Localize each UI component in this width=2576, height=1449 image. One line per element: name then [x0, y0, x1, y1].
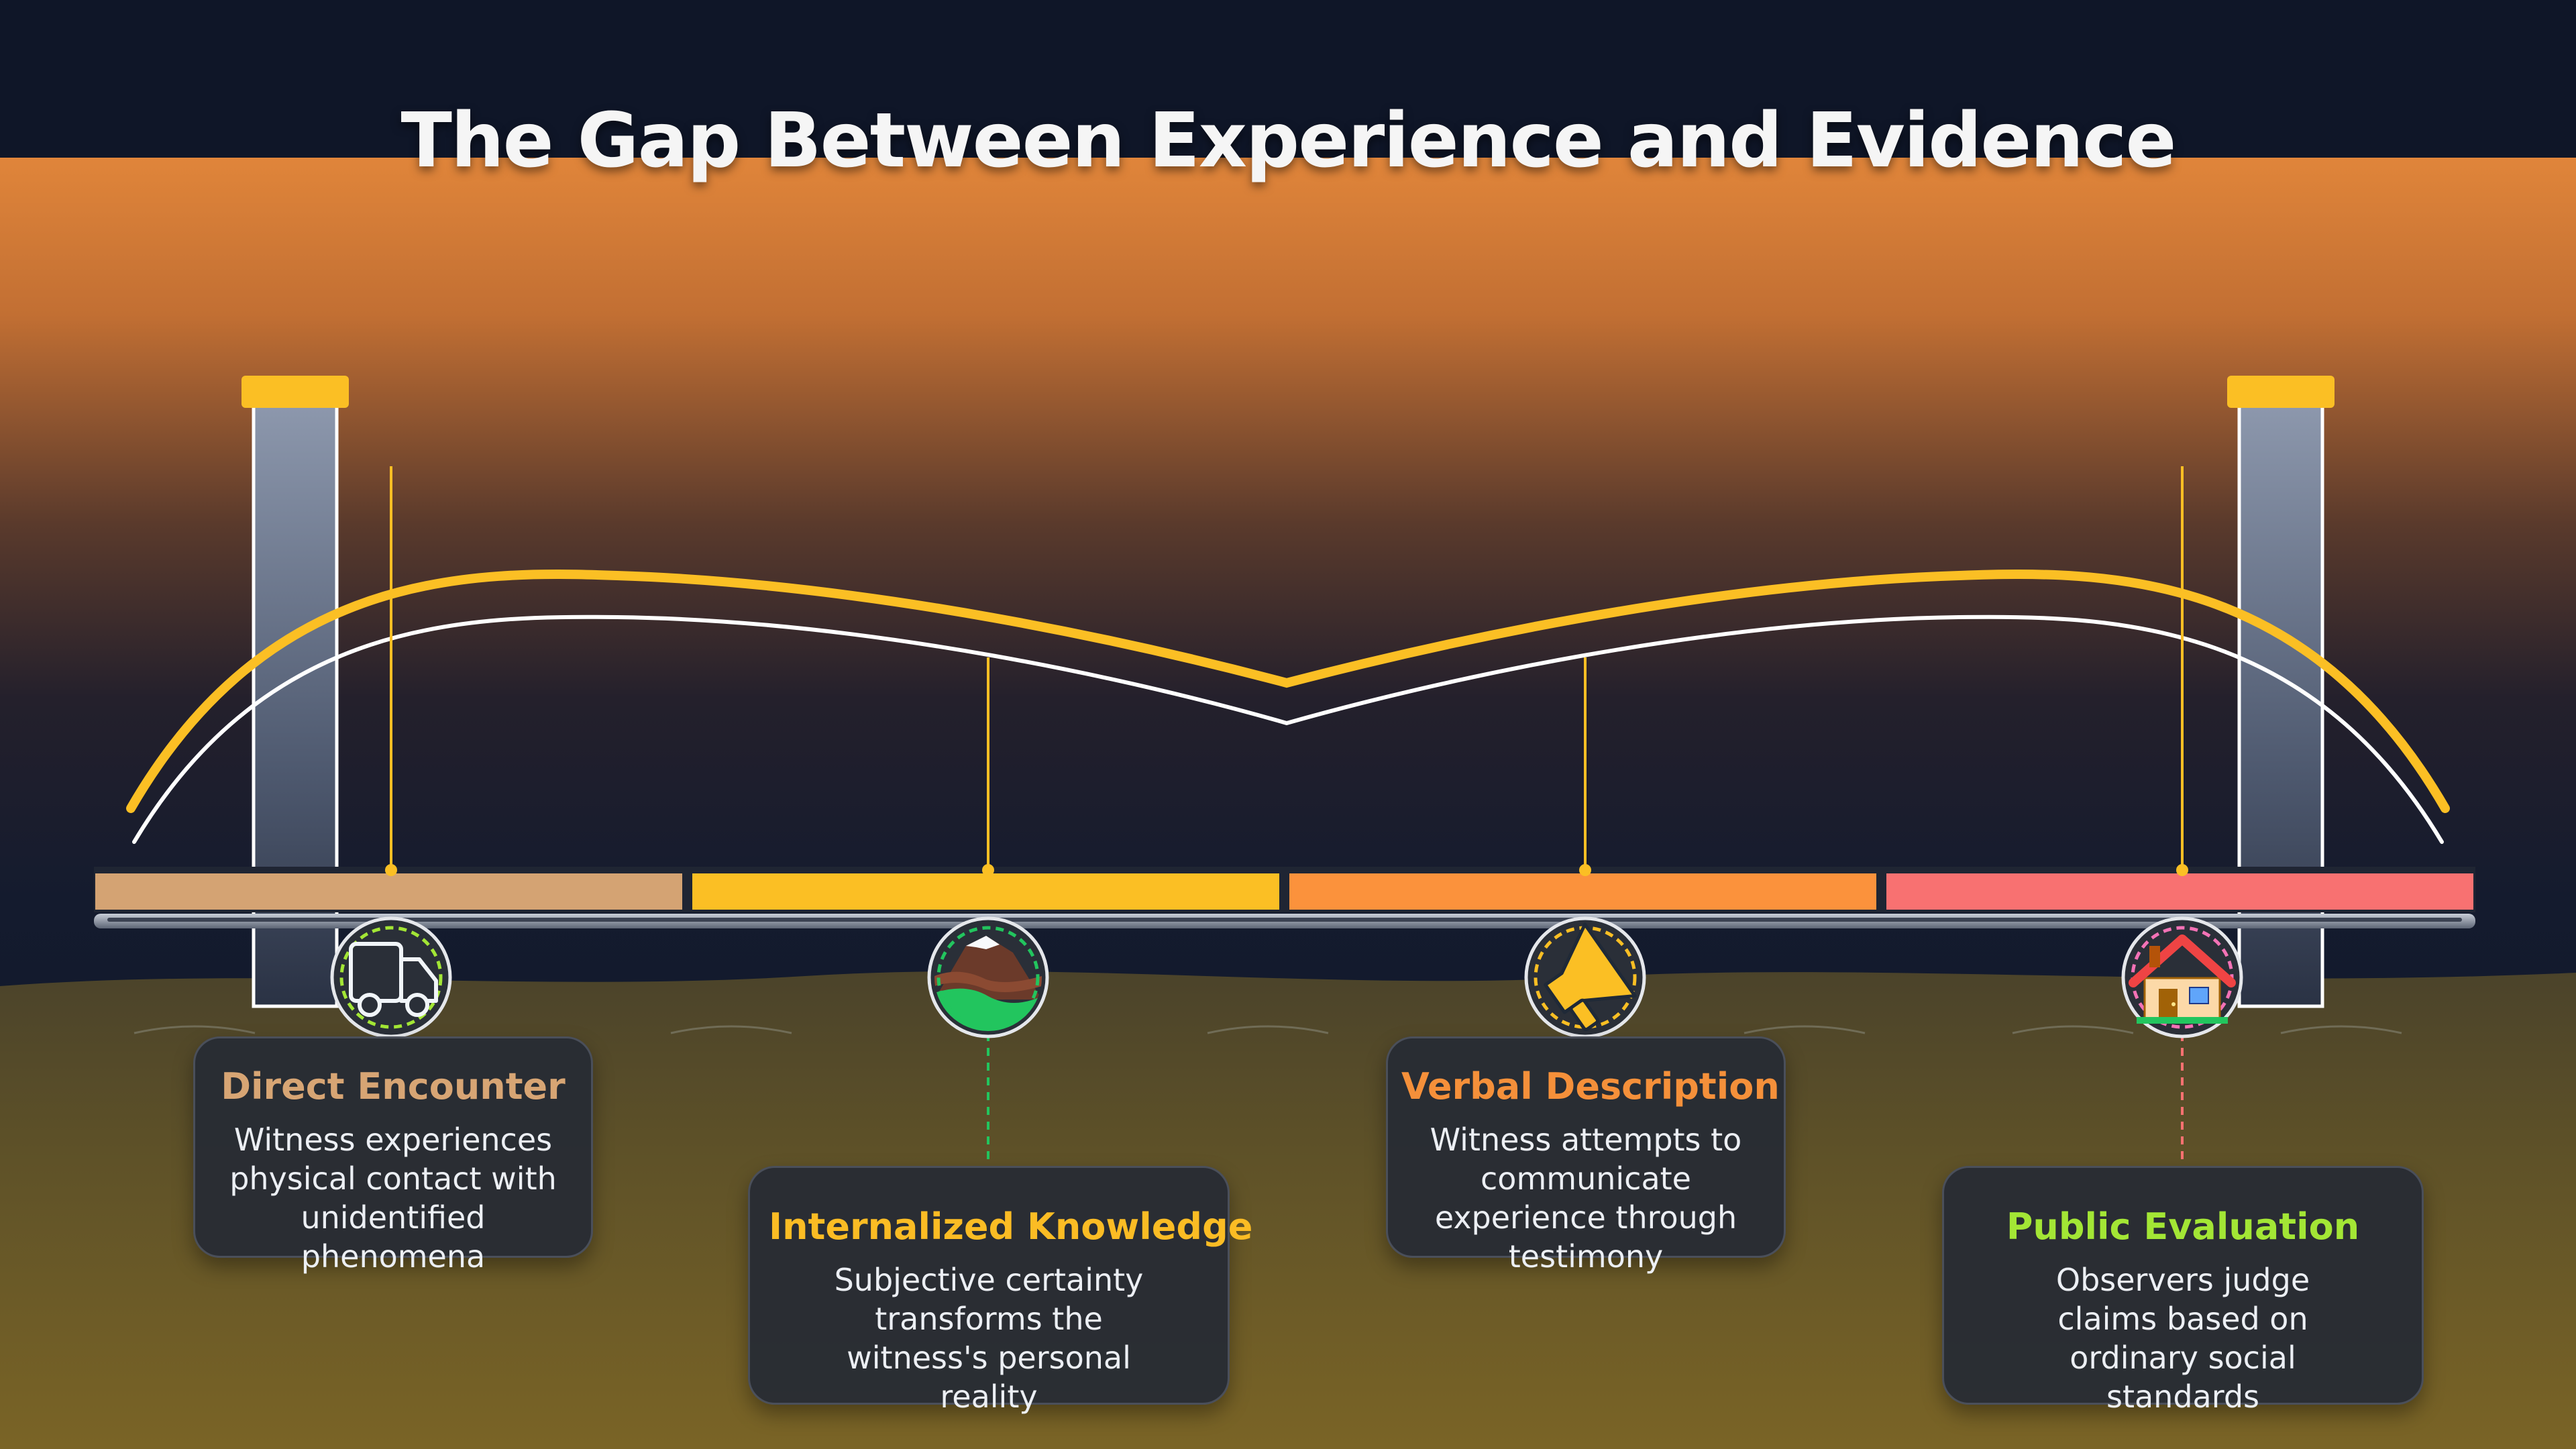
stage-3-icon-badge [1524, 916, 1646, 1038]
deck-segment-2 [692, 873, 1279, 910]
stage-4-icon-badge [2121, 916, 2243, 1038]
anchor-dots [385, 864, 2188, 876]
stage-description: Observers judge claims based on ordinary… [2055, 1262, 2310, 1415]
deck-segment-1 [95, 873, 682, 910]
ground [0, 971, 2576, 1449]
stage-title: Internalized Knowledge [769, 1205, 1253, 1248]
stage-description: Witness attempts to communicate experien… [1430, 1122, 1742, 1275]
stage-card-verbal-description: Verbal Description Witness attempts to c… [1386, 1036, 1786, 1275]
stage-2-icon-badge [927, 916, 1049, 1038]
stage-1-icon-badge [330, 916, 452, 1038]
deck-segment-3 [1289, 873, 1876, 910]
page-title: The Gap Between Experience and Evidence [400, 97, 2177, 184]
stage-title: Public Evaluation [2006, 1205, 2360, 1248]
suspender-cables [390, 466, 2184, 870]
house-icon [2129, 934, 2236, 1024]
water-ripples [133, 1025, 2402, 1034]
main-cable [126, 570, 2450, 813]
truck-icon [349, 942, 438, 1017]
megaphone-icon [1544, 922, 1637, 1031]
stage-title: Verbal Description [1401, 1065, 1780, 1108]
stage-card-public-evaluation: Public Evaluation Observers judge claims… [1942, 1166, 2424, 1415]
stage-description: Witness experiences physical contact wit… [229, 1122, 557, 1275]
deck-segment-4 [1886, 873, 2473, 910]
stage-description: Subjective certainty transforms the witn… [834, 1262, 1144, 1415]
stage-card-direct-encounter: Direct Encounter Witness experiences phy… [193, 1036, 593, 1275]
stage-card-internalized-knowledge: Internalized Knowledge Subjective certai… [748, 1166, 1253, 1415]
secondary-cable [132, 614, 2444, 844]
stage-title: Direct Encounter [221, 1065, 566, 1108]
